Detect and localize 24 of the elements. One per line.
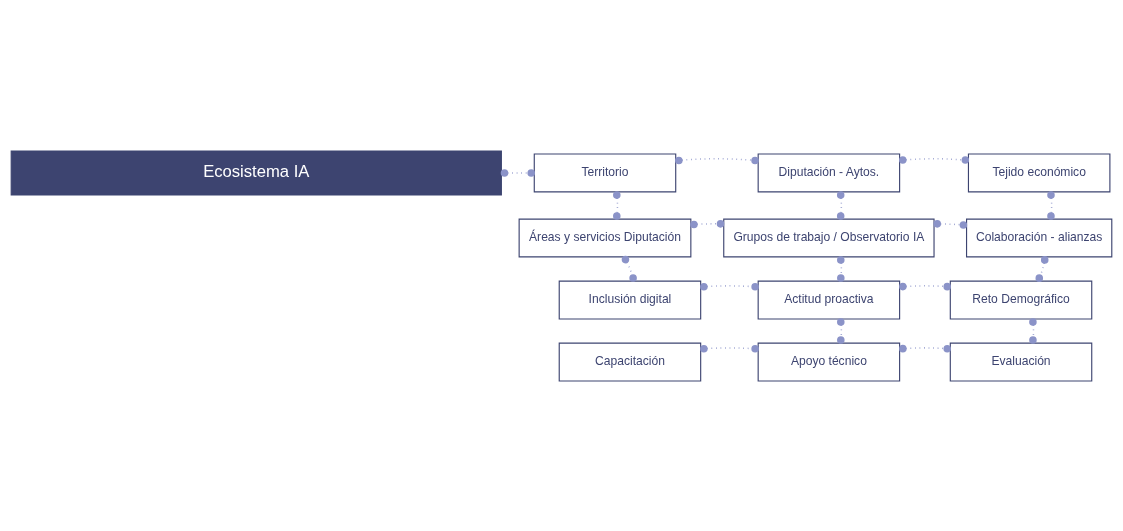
- node-box: Apoyo técnico: [757, 342, 901, 382]
- node-box: Territorio: [533, 153, 677, 192]
- connector: [621, 255, 637, 282]
- node-box: Evaluación: [949, 342, 1093, 382]
- node-box: Actitud proactiva: [757, 280, 901, 319]
- node-box: Tejido económico: [967, 153, 1111, 192]
- connector: [899, 344, 951, 352]
- connector: [898, 155, 970, 164]
- node-box: Capacitación: [558, 342, 702, 382]
- node-box: Grupos de trabajo / Observatorio IA: [723, 218, 935, 257]
- node-box: Ecosistema IA: [10, 149, 502, 195]
- node-box: Diputación - Aytos.: [757, 153, 901, 192]
- connector: [899, 282, 951, 290]
- node-box: Áreas y servicios Diputación: [518, 218, 692, 257]
- node-box: Colaboración - alianzas: [966, 218, 1113, 257]
- connector: [500, 168, 535, 177]
- connector: [675, 156, 759, 164]
- node-box: Reto Demográfico: [949, 280, 1093, 319]
- connector: [700, 344, 759, 353]
- connector: [700, 282, 759, 291]
- connector: [690, 219, 725, 228]
- connector: [933, 219, 968, 229]
- node-box: Inclusión digital: [558, 280, 702, 319]
- connector: [1035, 255, 1049, 282]
